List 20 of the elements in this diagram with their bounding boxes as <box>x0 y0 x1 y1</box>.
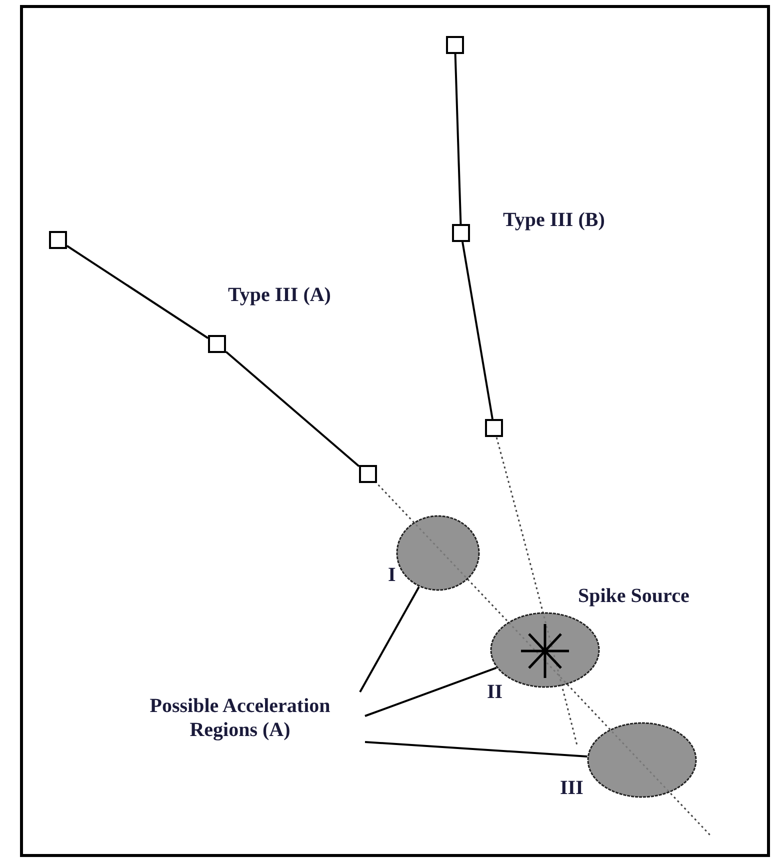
trajectory-marker <box>49 231 67 249</box>
trajectory-line <box>462 242 494 420</box>
trajectory-marker <box>359 465 377 483</box>
region-numeral: I <box>388 565 396 585</box>
leader-line <box>364 666 497 717</box>
trajectory-marker <box>208 335 226 353</box>
trajectory-marker <box>485 419 503 437</box>
trajectory-label: Type III (B) <box>503 210 605 230</box>
leader-line <box>364 741 588 758</box>
trajectory-line <box>454 54 462 224</box>
trajectory-marker <box>446 36 464 54</box>
callout-text: Possible Acceleration Regions (A) <box>148 694 332 742</box>
trajectory-label: Spike Source <box>578 586 690 606</box>
trajectory-line <box>66 245 209 339</box>
region-numeral: II <box>487 682 503 702</box>
trajectory-label: Type III (A) <box>228 285 331 305</box>
region-numeral: III <box>560 778 584 798</box>
leader-line <box>359 586 420 692</box>
trajectory-marker <box>452 224 470 242</box>
trajectory-line <box>225 351 360 467</box>
